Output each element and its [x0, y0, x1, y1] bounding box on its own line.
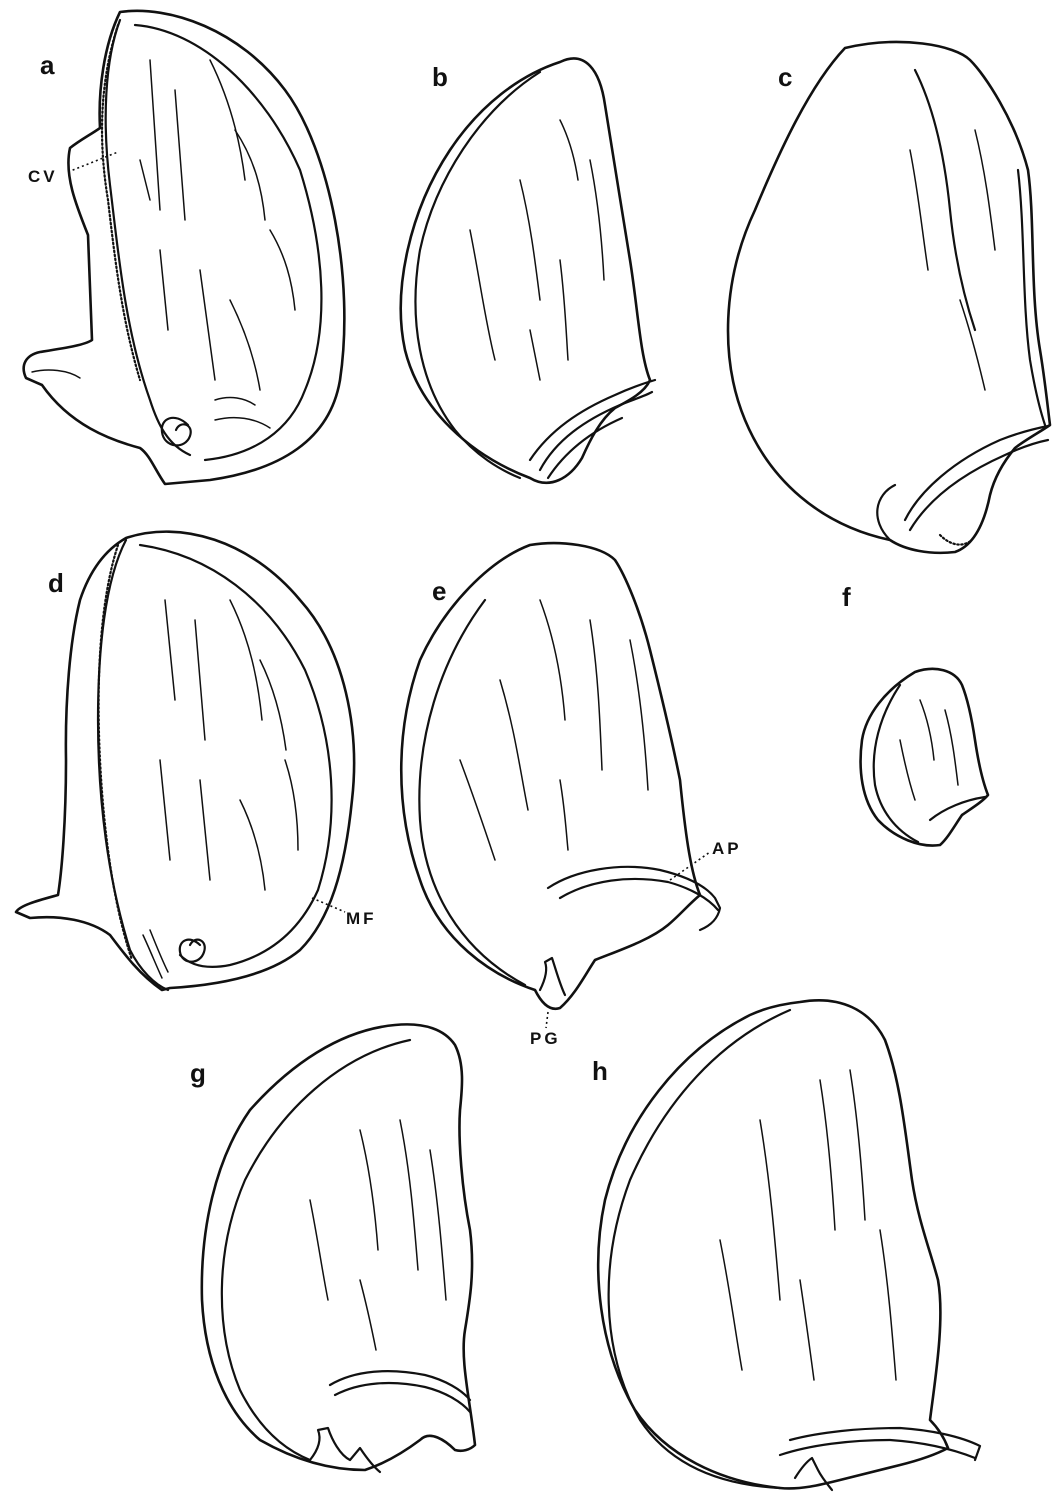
shell-b	[401, 59, 655, 483]
annotation-ap: AP	[712, 839, 742, 858]
panel-label-a: a	[40, 50, 55, 80]
shell-c	[728, 42, 1050, 553]
annotation-cv: CV	[28, 167, 58, 186]
pg-leader	[546, 1012, 548, 1028]
shell-d	[16, 532, 354, 990]
shell-g	[202, 1024, 475, 1472]
annotation-mf: MF	[346, 909, 377, 928]
annotation-pg: PG	[530, 1029, 561, 1048]
panel-label-b: b	[432, 62, 448, 92]
shell-f	[861, 669, 988, 846]
panel-label-e: e	[432, 576, 446, 606]
shell-a	[24, 11, 345, 484]
panel-label-c: c	[778, 62, 792, 92]
shell-h	[598, 1000, 980, 1490]
panel-label-g: g	[190, 1058, 206, 1088]
panel-label-d: d	[48, 568, 64, 598]
panel-label-f: f	[842, 582, 851, 612]
shell-e	[401, 543, 720, 1009]
panel-label-h: h	[592, 1056, 608, 1086]
